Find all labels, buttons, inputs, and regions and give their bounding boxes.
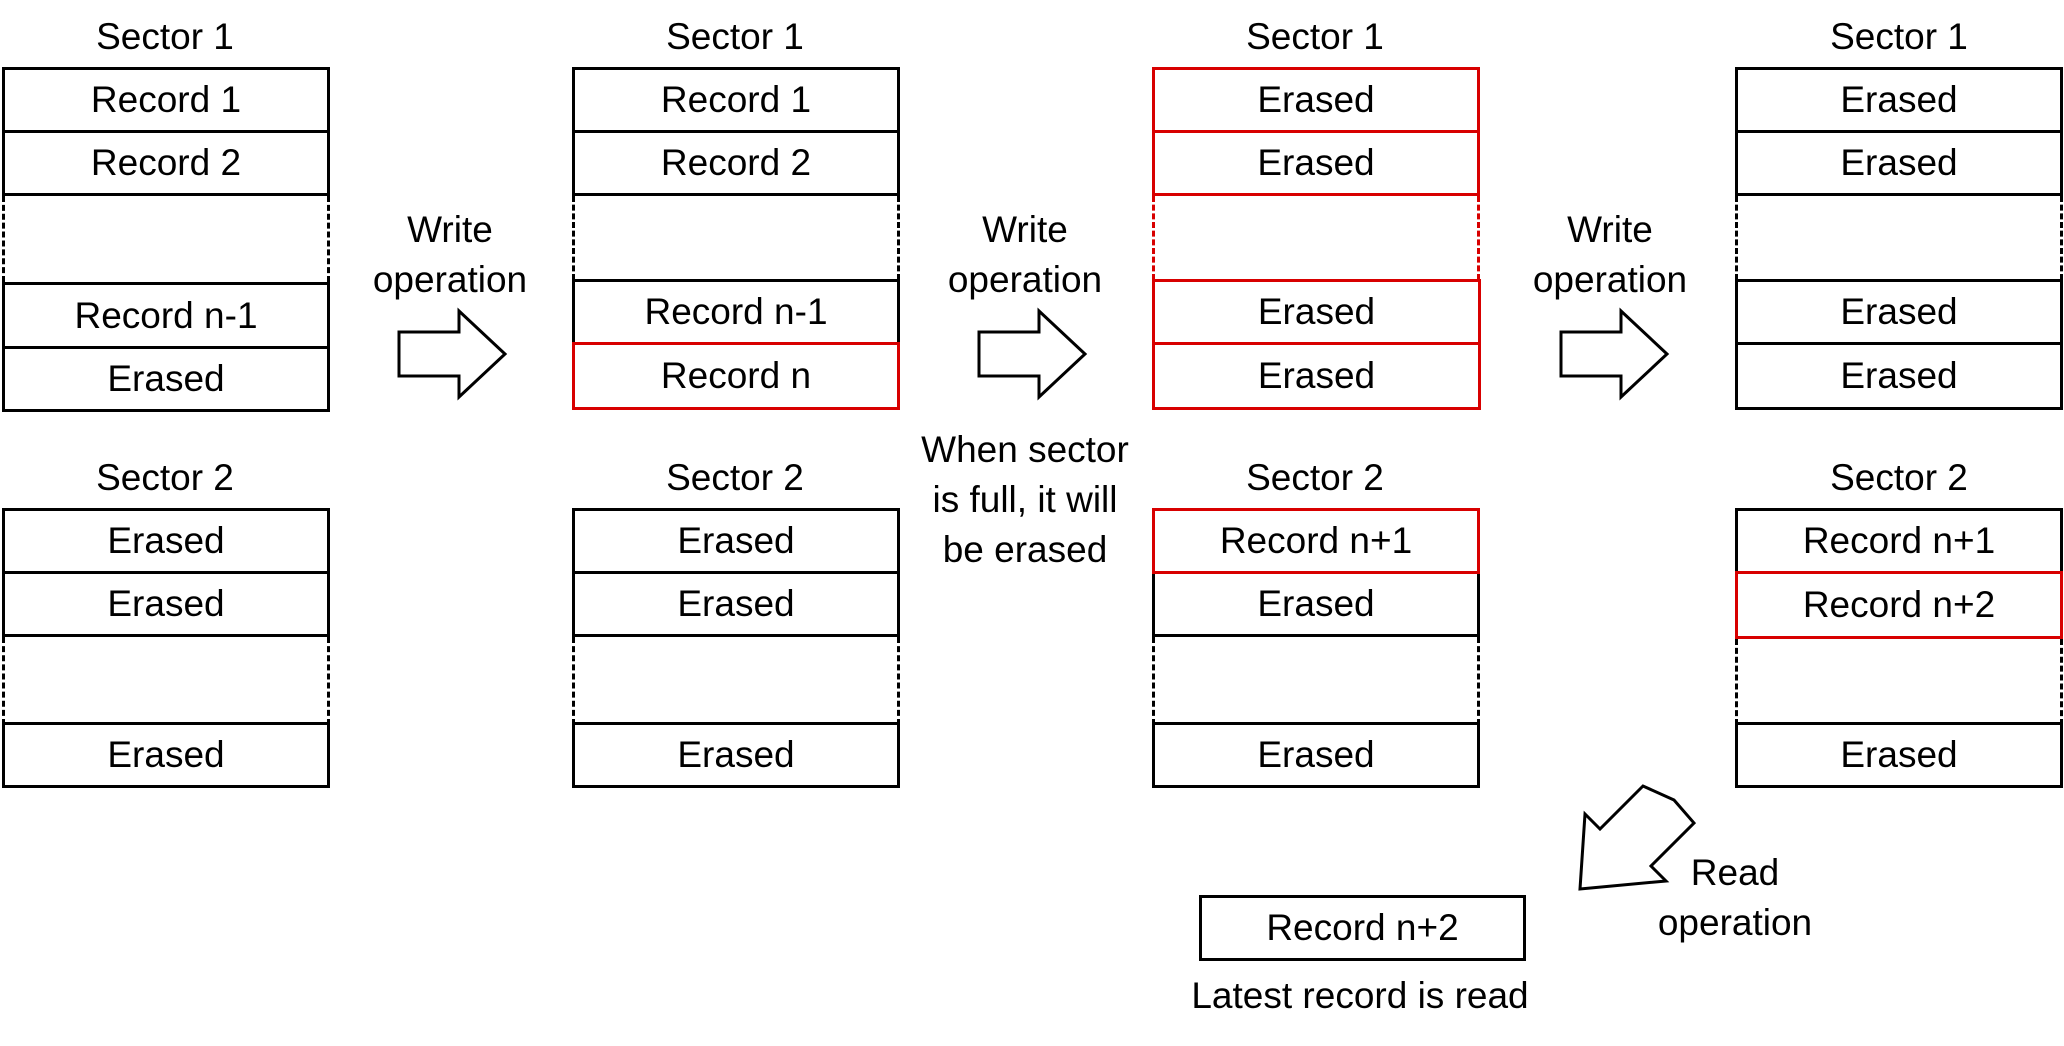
col1-sector1-gap [2, 196, 330, 282]
col2-sector2-cell-4: Erased [572, 722, 900, 788]
col4-sector1-cell-2: Erased [1735, 130, 2063, 196]
col4-sector2-cell-1: Record n+1 [1735, 508, 2063, 574]
col3-sector1-cell-1-erased: Erased [1152, 67, 1480, 133]
col2-sector1-cell-2: Record 2 [572, 130, 900, 196]
write-3-label: Write operation [1532, 209, 1688, 300]
col2-sector2-cell-1: Erased [572, 508, 900, 574]
col3-sector2-title: Sector 2 [1246, 457, 1384, 498]
col4-sector1-cell-1: Erased [1735, 67, 2063, 133]
col3-sector2-cell-2: Erased [1152, 571, 1480, 637]
col2-sector1-title: Sector 1 [666, 16, 804, 57]
write-1-label: Write operation [372, 209, 528, 300]
col2-sector1-cell-4: Record n-1 [572, 279, 900, 345]
col3-sector1-title: Sector 1 [1246, 16, 1384, 57]
col4-sector2-title: Sector 2 [1830, 457, 1968, 498]
col3-sector2-gap [1152, 637, 1480, 725]
col1-sector1-cell-5: Erased [2, 346, 330, 412]
col1-sector1-cell-4: Record n-1 [2, 282, 330, 349]
col4-sector2-cell-4: Erased [1735, 722, 2063, 788]
col3-sector2-cell-4: Erased [1152, 722, 1480, 788]
erase-note: When sector is full, it will be erased [921, 429, 1129, 570]
col1-sector1-cell-2: Record 2 [2, 130, 330, 196]
col3-sector2-cell-1-new: Record n+1 [1152, 508, 1480, 574]
col3-sector1-cell-4-erased: Erased [1152, 279, 1481, 345]
col4-sector1-cell-5: Erased [1735, 342, 2063, 410]
col1-sector2-cell-2: Erased [2, 571, 330, 637]
result-record: Record n+2 [1199, 895, 1526, 961]
col3-sector1-cell-5-erased: Erased [1152, 342, 1481, 410]
down-left-arrow-icon [1578, 784, 1697, 891]
col1-sector2-gap [2, 637, 330, 725]
col4-sector2-cell-2-new: Record n+2 [1735, 571, 2063, 639]
col2-sector1-cell-1: Record 1 [572, 67, 900, 133]
right-arrow-icon [1559, 307, 1670, 401]
col1-sector2-title: Sector 2 [96, 457, 234, 498]
write-2-label: Write operation [947, 209, 1103, 300]
col4-sector1-gap [1735, 196, 2063, 280]
col2-sector1-gap [572, 196, 900, 280]
col2-sector1-cell-5-new: Record n [572, 342, 900, 410]
col2-sector2-gap [572, 637, 900, 725]
right-arrow-icon [977, 307, 1088, 401]
read-label: Read operation [1657, 852, 1813, 943]
col2-sector2-cell-2: Erased [572, 571, 900, 637]
col4-sector1-cell-4: Erased [1735, 279, 2063, 345]
col2-sector2-title: Sector 2 [666, 457, 804, 498]
col1-sector2-cell-4: Erased [2, 722, 330, 788]
col1-sector2-cell-1: Erased [2, 508, 330, 574]
col3-sector1-gap [1152, 196, 1480, 280]
col1-sector1-cell-1: Record 1 [2, 67, 330, 133]
col3-sector1-cell-2-erased: Erased [1152, 130, 1480, 196]
col4-sector2-gap [1735, 639, 2063, 725]
right-arrow-icon [397, 307, 508, 401]
result-caption: Latest record is read [1191, 975, 1529, 1016]
col4-sector1-title: Sector 1 [1830, 16, 1968, 57]
col1-sector1-title: Sector 1 [96, 16, 234, 57]
